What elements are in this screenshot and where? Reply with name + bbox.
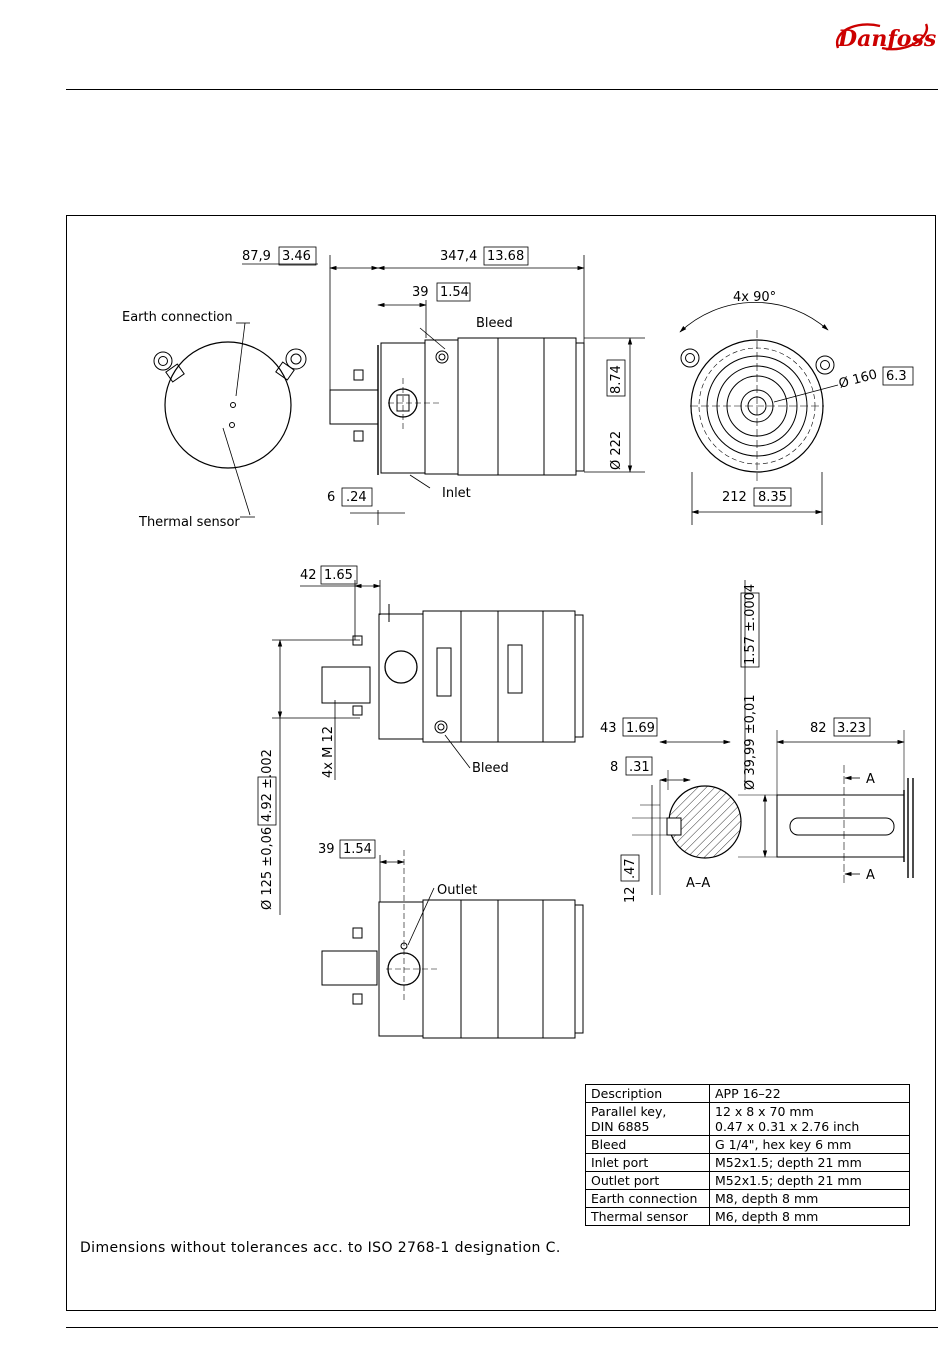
label-thermal-sensor: Thermal sensor xyxy=(138,515,240,530)
spec-row: Inlet port M52x1.5; depth 21 mm xyxy=(585,1153,910,1172)
spec-row: Bleed G 1/4", hex key 6 mm xyxy=(585,1135,910,1154)
dim-42-in: 1.65 xyxy=(324,568,353,583)
shaft-side-view xyxy=(738,730,914,885)
dim-8: 8 xyxy=(610,760,618,775)
dim-222: Ø 222 xyxy=(609,431,624,470)
dim-39-99: Ø 39,99 ±0,01 xyxy=(743,694,758,790)
spec-value: G 1/4", hex key 6 mm xyxy=(709,1135,910,1154)
dim-82-in: 3.23 xyxy=(837,721,866,736)
header-rule xyxy=(66,89,938,90)
drawing-frame xyxy=(66,215,936,1311)
spec-key: Earth connection xyxy=(585,1189,710,1208)
dim-6: 6 xyxy=(327,490,335,505)
spec-table: Description APP 16–22 Parallel key, DIN … xyxy=(585,1084,910,1226)
dim-212-in: 8.35 xyxy=(758,490,787,505)
spec-key: Description xyxy=(585,1084,710,1103)
spec-value: M52x1.5; depth 21 mm xyxy=(709,1171,910,1190)
spec-value: M6, depth 8 mm xyxy=(709,1207,910,1226)
dim-125: Ø 125 ±0,06 xyxy=(260,827,275,910)
dim-82: 82 xyxy=(810,721,827,736)
spec-row: Outlet port M52x1.5; depth 21 mm xyxy=(585,1171,910,1190)
dim-160-in: 6.3 xyxy=(886,369,907,384)
label-section-a-top: A xyxy=(866,772,875,787)
dim-m12: 4x M 12 xyxy=(321,726,336,778)
dim-212: 212 xyxy=(722,490,747,505)
dim-42: 42 xyxy=(300,568,317,583)
dim-8-in: .31 xyxy=(629,760,650,775)
label-bleed-mid: Bleed xyxy=(472,761,509,776)
spec-row-header: Description APP 16–22 xyxy=(585,1084,910,1103)
spec-row: Earth connection M8, depth 8 mm xyxy=(585,1189,910,1208)
dim-39: 39 xyxy=(412,285,429,300)
dim-12: 12 xyxy=(623,886,638,903)
spec-key: Outlet port xyxy=(585,1171,710,1190)
label-section-a-a: A–A xyxy=(686,876,710,891)
inch-brackets xyxy=(257,246,914,882)
spec-key: Thermal sensor xyxy=(585,1207,710,1226)
dim-160: Ø 160 xyxy=(837,367,879,392)
dim-39b-in: 1.54 xyxy=(343,842,372,857)
dim-87-9: 87,9 xyxy=(242,249,271,264)
dim-39-99-in: 1.57 ±.0004 xyxy=(743,584,758,665)
dim-347-4-in: 13.68 xyxy=(487,249,524,264)
spec-key-line2: DIN 6885 xyxy=(591,1119,650,1134)
spec-row: Thermal sensor M6, depth 8 mm xyxy=(585,1207,910,1226)
spec-value-line2: 0.47 x 0.31 x 2.76 inch xyxy=(715,1119,860,1134)
dim-6-in: .24 xyxy=(346,490,367,505)
end-view-left xyxy=(153,322,307,518)
spec-key: Parallel key, xyxy=(591,1104,667,1119)
danfoss-logo: Danfoss xyxy=(835,23,936,52)
dim-43-in: 1.69 xyxy=(626,721,655,736)
label-section-a-bottom: A xyxy=(866,868,875,883)
dim-12-in: .47 xyxy=(623,858,638,879)
label-outlet: Outlet xyxy=(437,883,477,898)
spec-key: Inlet port xyxy=(585,1153,710,1172)
label-earth-connection: Earth connection xyxy=(122,310,233,325)
dim-39-in: 1.54 xyxy=(440,285,469,300)
tolerance-note: Dimensions without tolerances acc. to IS… xyxy=(80,1240,561,1256)
side-view-bleed xyxy=(321,604,584,743)
spec-value: 12 x 8 x 70 mm xyxy=(715,1104,814,1119)
dim-39b: 39 xyxy=(318,842,335,857)
label-inlet: Inlet xyxy=(442,486,471,501)
spec-value: M8, depth 8 mm xyxy=(709,1189,910,1208)
label-bleed-top: Bleed xyxy=(476,316,513,331)
dim-125-in: 4.92 ±.002 xyxy=(260,749,275,822)
dim-347-4: 347,4 xyxy=(440,249,477,264)
side-view-outlet xyxy=(321,850,584,1039)
drawing-labels: 87,9 3.46 347,4 13.68 39 1.54 Earth conn… xyxy=(122,249,907,910)
spec-row: Parallel key, DIN 6885 12 x 8 x 70 mm 0.… xyxy=(585,1102,910,1136)
shaft-section xyxy=(632,770,742,895)
spec-key: Bleed xyxy=(585,1135,710,1154)
footer-rule xyxy=(66,1327,938,1328)
front-view xyxy=(679,302,839,525)
dim-222-in: 8.74 xyxy=(609,365,624,394)
spec-value: M52x1.5; depth 21 mm xyxy=(709,1153,910,1172)
dim-87-9-in: 3.46 xyxy=(282,249,311,264)
dim-43: 43 xyxy=(600,721,617,736)
dim-4x90: 4x 90° xyxy=(733,290,776,305)
logo-text: Danfoss xyxy=(837,26,936,52)
dimension-lines xyxy=(242,263,905,946)
spec-value: APP 16–22 xyxy=(709,1084,910,1103)
